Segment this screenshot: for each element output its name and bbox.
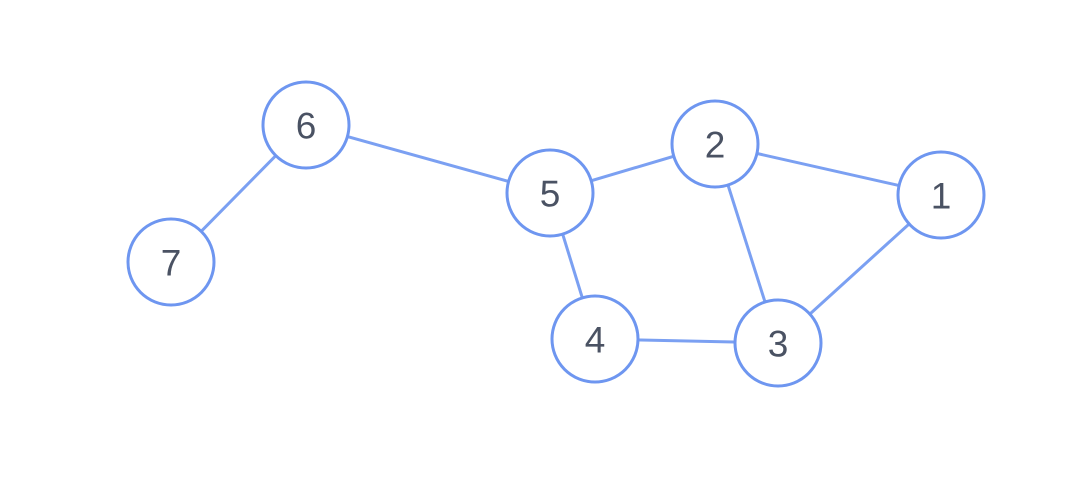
node-circle-2[interactable] <box>670 99 760 189</box>
node-4[interactable]: 4 <box>550 294 640 384</box>
node-circle-3[interactable] <box>733 298 823 388</box>
node-2[interactable]: 2 <box>670 99 760 189</box>
node-6[interactable]: 6 <box>261 80 351 170</box>
node-circle-1[interactable] <box>896 150 986 240</box>
node-circle-4[interactable] <box>550 294 640 384</box>
node-1[interactable]: 1 <box>896 150 986 240</box>
node-circle-5[interactable] <box>505 148 595 238</box>
node-circle-6[interactable] <box>261 80 351 170</box>
node-3[interactable]: 3 <box>733 298 823 388</box>
nodes-layer: 1 2 3 4 5 67 <box>126 80 986 388</box>
node-circle-7[interactable] <box>126 217 216 307</box>
node-5[interactable]: 5 <box>505 148 595 238</box>
node-7[interactable]: 7 <box>126 217 216 307</box>
